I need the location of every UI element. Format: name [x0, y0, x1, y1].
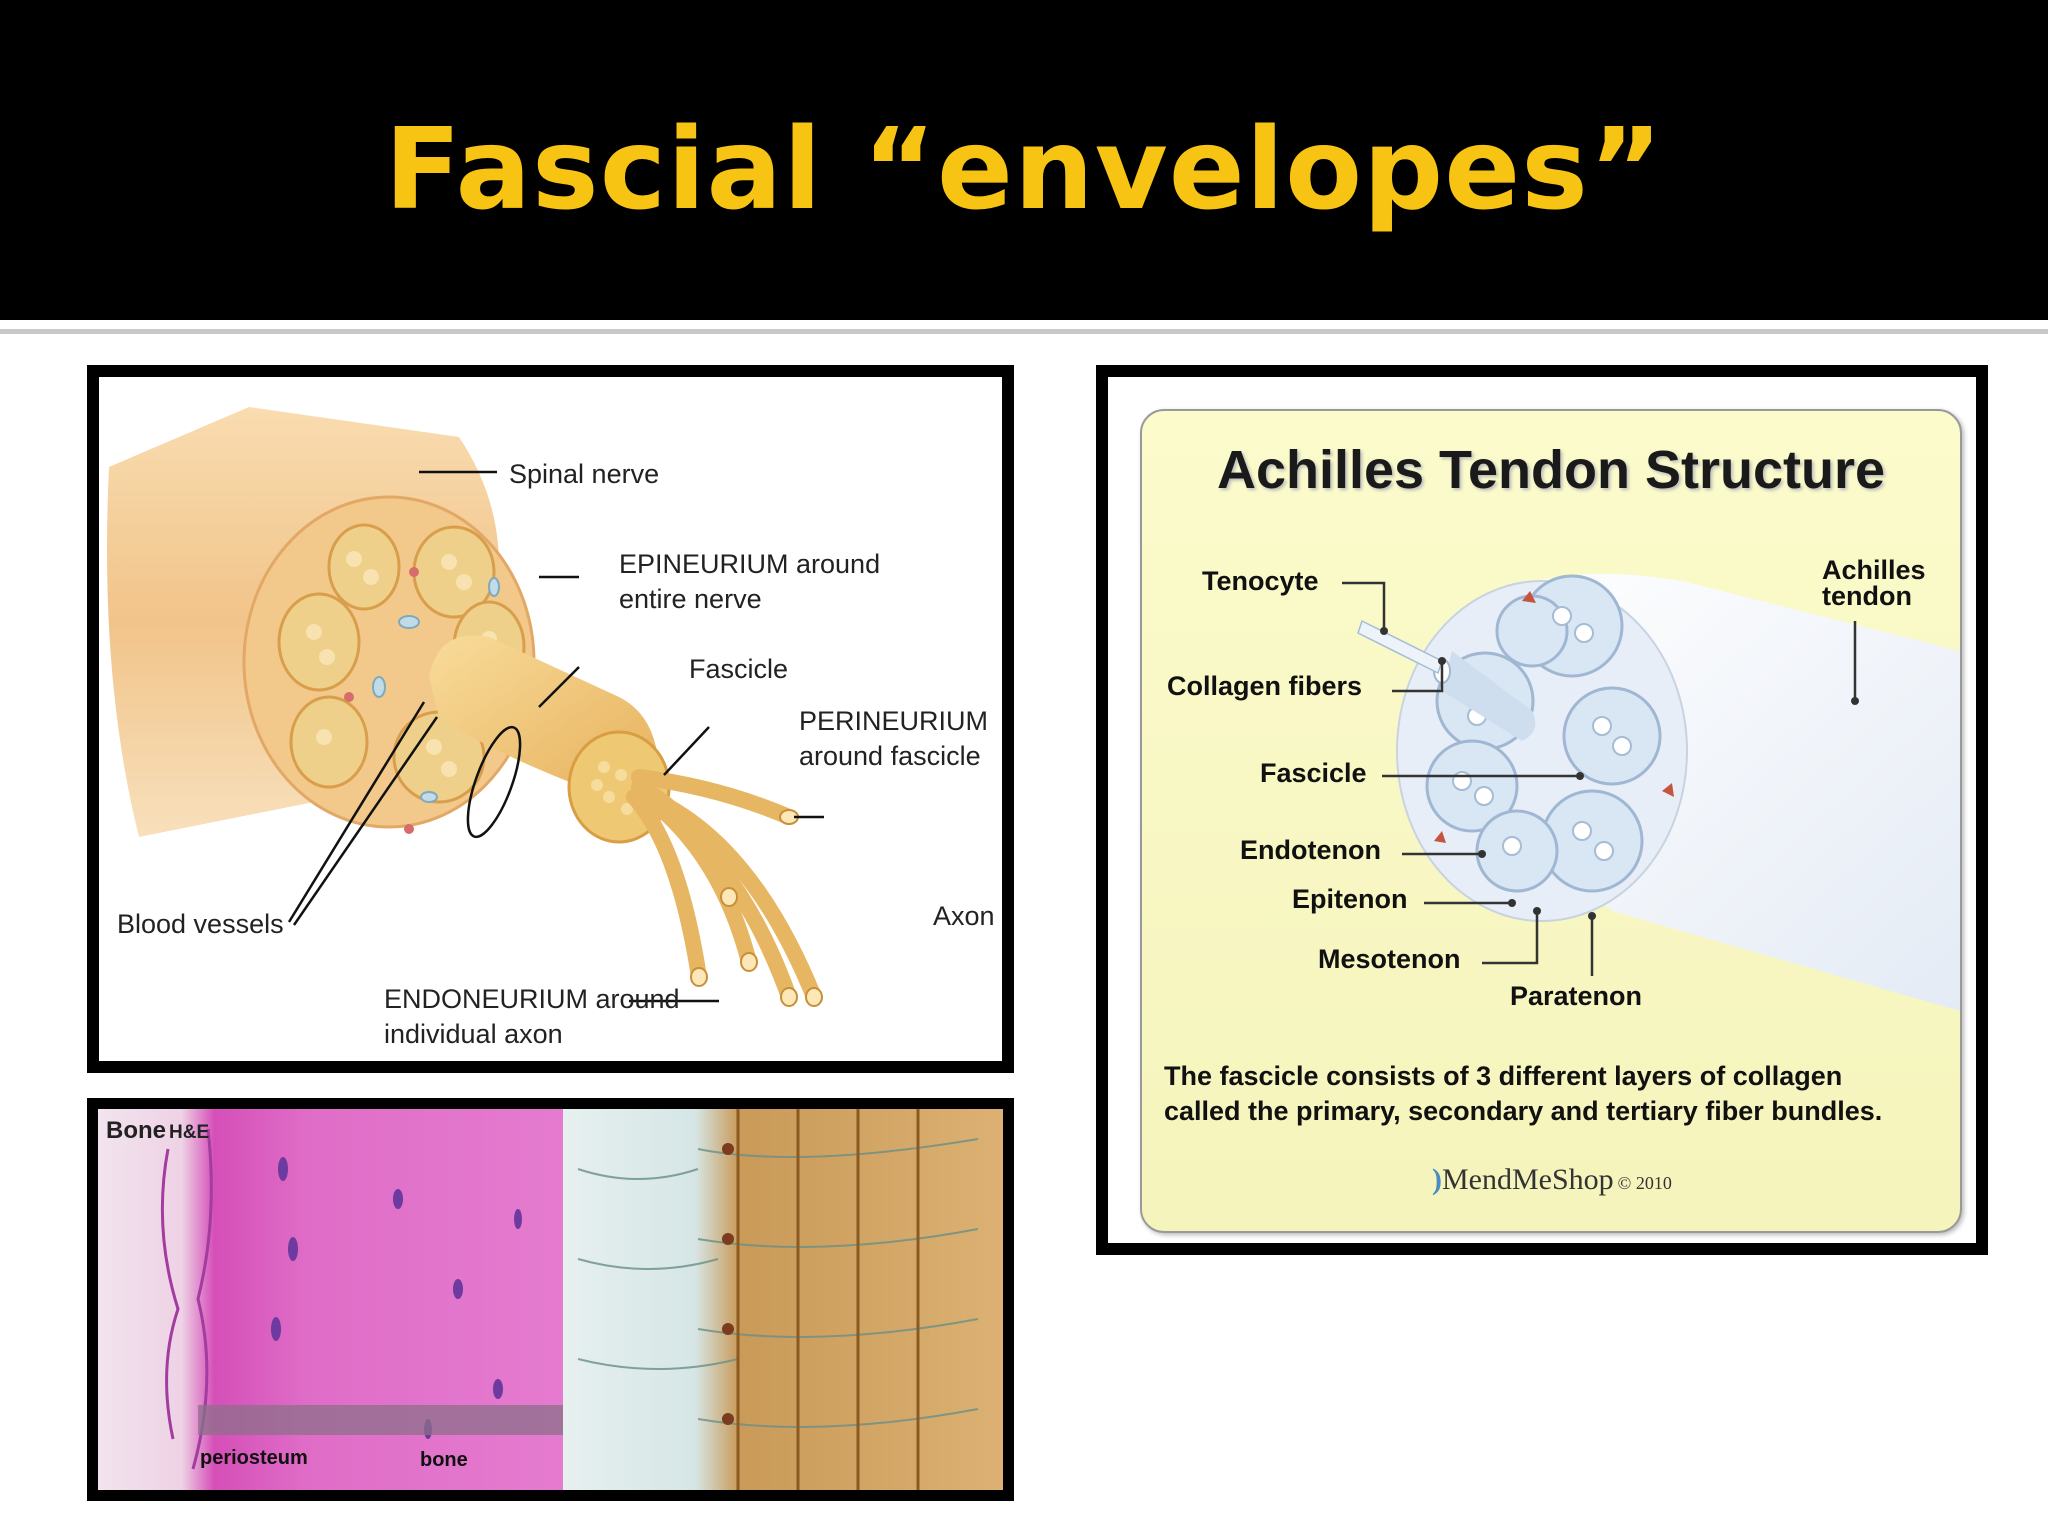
label-achilles-line1: Achilles — [1822, 555, 1926, 585]
histology-stain: H&E — [169, 1122, 210, 1143]
histology-illustration — [98, 1109, 1003, 1490]
label-epitenon: Epitenon — [1292, 884, 1408, 914]
tendon-panel: Achilles Tendon Structure Tenocyte Colla… — [1140, 409, 1962, 1233]
brand-name: MendMeShop — [1442, 1163, 1614, 1196]
label-endoneurium-line1: ENDONEURIUM around — [384, 984, 680, 1014]
label-achilles-line2: tendon — [1822, 581, 1912, 611]
label-axon: Axon — [933, 901, 995, 931]
label-periosteum: periosteum — [200, 1447, 308, 1469]
tendon-title: Achilles Tendon Structure — [1216, 440, 1886, 500]
brand-mark-icon: ) — [1432, 1163, 1442, 1196]
label-perineurium-line1: PERINEURIUM — [799, 706, 989, 736]
slide-title: Fascial “envelopes” — [384, 105, 1664, 235]
tendon-caption-line2: called the primary, secondary and tertia… — [1164, 1096, 1883, 1126]
brand-copyright: © 2010 — [1617, 1173, 1672, 1193]
tendon-caption-line1: The fascicle consists of 3 different lay… — [1164, 1061, 1843, 1091]
histology-title-text: Bone — [106, 1117, 166, 1144]
brand-logo: )MendMeShop© 2010 — [1432, 1163, 1672, 1197]
label-paratenon: Paratenon — [1510, 981, 1643, 1011]
label-epineurium-line1: EPINEURIUM around — [619, 549, 881, 579]
label-mesotenon: Mesotenon — [1318, 944, 1461, 974]
label-perineurium-line2: around fascicle — [799, 741, 981, 771]
label-endotenon: Endotenon — [1240, 835, 1381, 865]
tendon-diagram: Achilles Tendon Structure Tenocyte Colla… — [1096, 365, 1988, 1255]
label-tenocyte: Tenocyte — [1202, 566, 1319, 596]
label-fascicle: Fascicle — [1260, 758, 1367, 788]
title-bar — [0, 0, 2048, 320]
nerve-illustration — [107, 407, 824, 1007]
label-endoneurium-line2: individual axon — [384, 1019, 563, 1049]
label-spinal-nerve: Spinal nerve — [509, 459, 660, 489]
label-bone: bone — [420, 1449, 468, 1471]
label-collagen-fibers: Collagen fibers — [1167, 671, 1363, 701]
tendon-illustration — [1342, 573, 1960, 1011]
nerve-diagram: Spinal nerve EPINEURIUM around entire ne… — [87, 365, 1014, 1073]
label-epineurium-line2: entire nerve — [619, 584, 762, 614]
title-divider — [0, 329, 2048, 334]
label-blood-vessels: Blood vessels — [117, 909, 284, 939]
label-fascicle: Fascicle — [689, 654, 789, 684]
